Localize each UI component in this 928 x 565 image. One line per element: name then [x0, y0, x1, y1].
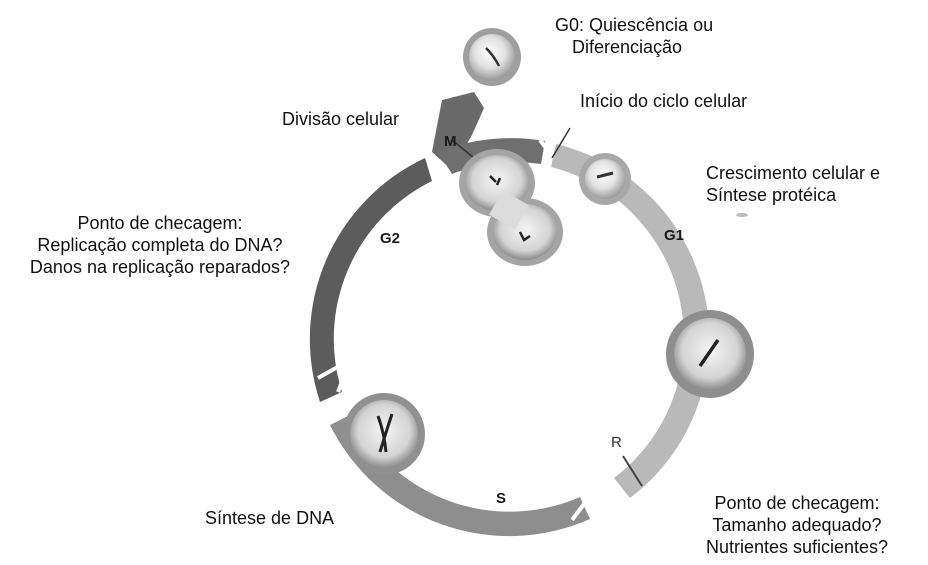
- cell-dividing: [459, 149, 563, 266]
- label-crescimento-line1: Crescimento celular e: [706, 163, 881, 183]
- separator-s-g1: [570, 492, 608, 522]
- label-checagem-g2-line1: Ponto de checagem:: [77, 213, 243, 233]
- label-checagem-g1-line2: Tamanho adequado?: [712, 515, 882, 535]
- label-checagem-g1-line1: Ponto de checagem:: [714, 493, 880, 513]
- label-crescimento: Crescimento celular e Síntese protéica: [706, 162, 880, 206]
- cell-s: [343, 393, 425, 475]
- separator-g2-s: [317, 355, 354, 393]
- label-checagem-g1: Ponto de checagem: Tamanho adequado? Nut…: [684, 492, 910, 558]
- label-checagem-g2-line3: Danos na replicação reparados?: [29, 257, 291, 277]
- phase-label-m: M: [444, 133, 457, 150]
- segment-g1: [551, 144, 710, 498]
- label-crescimento-line2: Síntese protéica: [706, 185, 837, 205]
- label-checagem-g2: Ponto de checagem: Replicação completa d…: [4, 212, 316, 278]
- label-g0-line2: Diferenciação: [572, 37, 683, 57]
- cell-g1-small: [579, 153, 631, 205]
- label-checagem-g2-line2: Replicação completa do DNA?: [37, 235, 283, 255]
- label-g0-line1: G0: Quiescência ou: [555, 15, 714, 35]
- phase-label-s: S: [496, 490, 506, 507]
- separator-m-g1: [538, 138, 555, 171]
- r-checkpoint-line: [622, 455, 643, 487]
- label-divisao: Divisão celular: [282, 109, 400, 129]
- segment-g2: [309, 158, 432, 402]
- division-marker-line: [451, 139, 475, 159]
- label-sintese-dna: Síntese de DNA: [205, 508, 335, 528]
- label-g0: G0: Quiescência ou Diferenciação: [555, 14, 713, 58]
- label-inicio: Início do ciclo celular: [580, 91, 748, 111]
- decorative-dot: [736, 213, 748, 217]
- cell-g1-large: [666, 310, 754, 398]
- phase-label-g2: G2: [380, 230, 400, 247]
- label-checagem-g1-line3: Nutrientes suficientes?: [705, 537, 889, 557]
- start-marker-line: [551, 127, 571, 159]
- checkpoint-label-r: R: [611, 434, 622, 451]
- cell-g0: [463, 28, 521, 86]
- phase-label-g1: G1: [664, 227, 684, 244]
